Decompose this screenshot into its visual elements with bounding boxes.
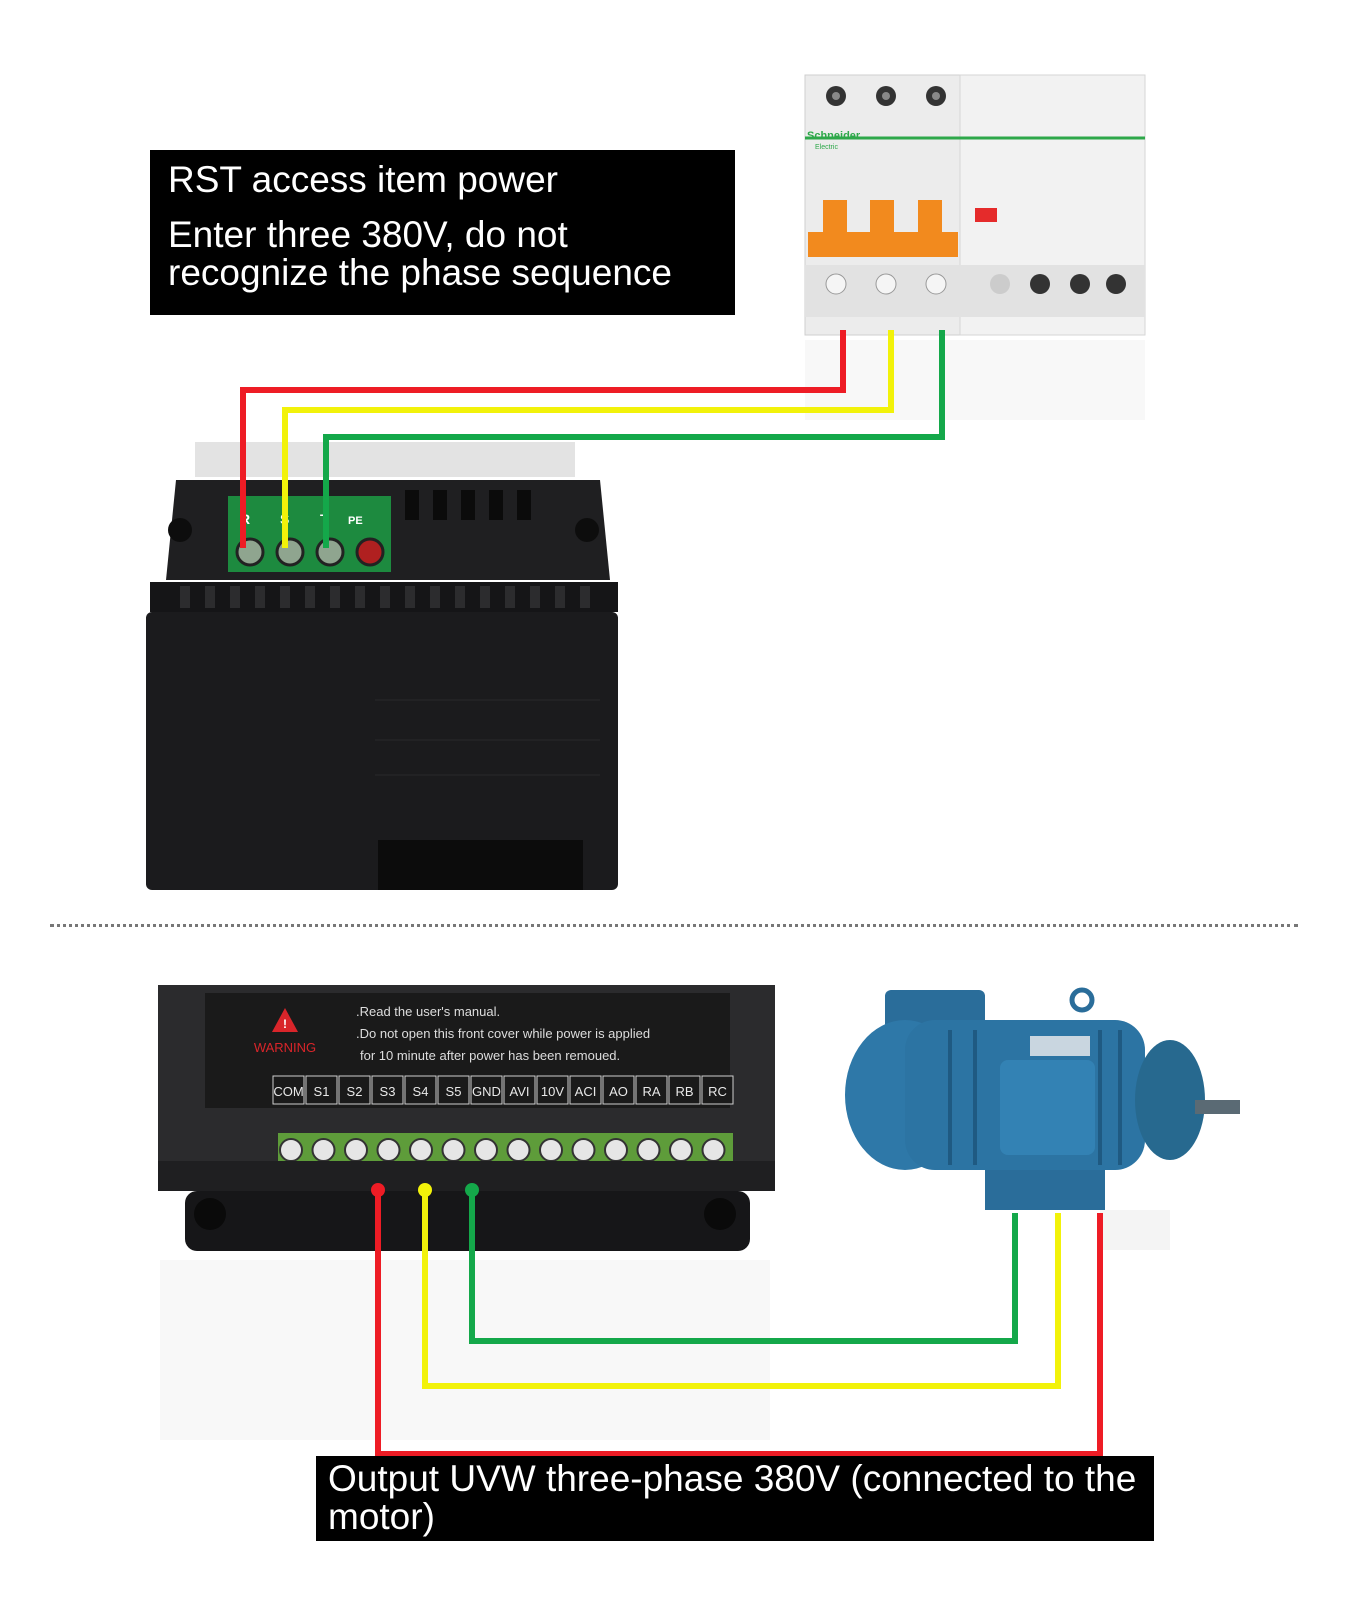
control-terminal-label: COM xyxy=(273,1084,303,1099)
wire-yellow-input xyxy=(282,330,894,548)
control-terminal-aci: ACI xyxy=(569,1075,602,1105)
terminal-screw xyxy=(376,1138,401,1162)
terminal-screw xyxy=(311,1138,336,1162)
control-terminal-s4: S4 xyxy=(404,1075,437,1105)
circuit-breaker: Schneider Electric xyxy=(804,74,1146,420)
terminal-screw xyxy=(604,1138,628,1162)
input-power-label: RST access item power Enter three 380V, … xyxy=(150,150,735,315)
control-terminal-label: ACI xyxy=(575,1084,597,1099)
terminal-screw xyxy=(636,1138,661,1162)
control-terminal-com: COM xyxy=(272,1075,305,1105)
terminal-screw xyxy=(571,1138,596,1162)
output-wires xyxy=(371,1183,1103,1457)
control-terminal-avi: AVI xyxy=(503,1075,536,1105)
wire-yellow-output xyxy=(422,1190,1061,1389)
control-terminal-label: AO xyxy=(609,1084,628,1099)
control-terminal-rc: RC xyxy=(701,1075,734,1105)
control-terminal-label: GND xyxy=(472,1084,501,1099)
control-terminal-label: S2 xyxy=(347,1084,363,1099)
terminal-screw xyxy=(539,1138,563,1162)
inverter-control-panel: ! WARNING .Read the user's manual. .Do n… xyxy=(158,985,775,1440)
wire-green-output xyxy=(469,1190,1018,1344)
wire-red-input xyxy=(240,330,846,548)
control-terminal-gnd: GND xyxy=(470,1075,503,1105)
warning-line-1: .Read the user's manual. xyxy=(356,1004,500,1019)
control-terminal-label: RB xyxy=(675,1084,693,1099)
control-terminal-label: S1 xyxy=(314,1084,330,1099)
control-terminal-label: 10V xyxy=(541,1084,564,1099)
control-terminal-10v: 10V xyxy=(536,1075,569,1105)
terminal-screw xyxy=(441,1138,466,1162)
input-power-title: RST access item power xyxy=(168,159,558,200)
control-terminal-rb: RB xyxy=(668,1075,701,1105)
control-terminal-s5: S5 xyxy=(437,1075,470,1105)
terminal-screw xyxy=(506,1138,531,1162)
input-wires xyxy=(240,330,945,548)
output-label: Output UVW three-phase 380V (connected t… xyxy=(316,1456,1154,1541)
svg-text:!: ! xyxy=(283,1017,287,1031)
control-terminal-s3: S3 xyxy=(371,1075,404,1105)
control-terminal-label: RC xyxy=(708,1084,727,1099)
output-label-text: Output UVW three-phase 380V (connected t… xyxy=(328,1458,1137,1537)
control-terminal-s2: S2 xyxy=(338,1075,371,1105)
control-terminal-ra: RA xyxy=(635,1075,668,1105)
breaker-brand: Schneider xyxy=(807,130,861,142)
section-divider xyxy=(50,924,1298,927)
warning-label: WARNING xyxy=(254,1040,316,1055)
control-terminal-label: S5 xyxy=(446,1084,462,1099)
terminal-screw xyxy=(474,1138,498,1162)
control-terminal-ao: AO xyxy=(602,1075,635,1105)
control-terminal-row: COM S1 S2 S3 S4 S5 GND AVI 10V ACI AO RA RB RC xyxy=(272,1075,734,1105)
terminal-screw xyxy=(409,1138,433,1162)
control-terminal-label: S4 xyxy=(413,1084,429,1099)
wire-green-input xyxy=(323,330,945,548)
breaker-brand-sub: Electric xyxy=(815,144,838,151)
warning-line-2: .Do not open this front cover while powe… xyxy=(356,1026,650,1041)
terminal-screw xyxy=(279,1138,303,1162)
control-terminal-label: RA xyxy=(642,1084,660,1099)
input-power-note: Enter three 380V, do not recognize the p… xyxy=(168,214,672,293)
inverter-top-view: R S T PE xyxy=(146,442,618,890)
control-terminal-label: AVI xyxy=(510,1084,530,1099)
control-terminal-label: S3 xyxy=(380,1084,396,1099)
electric-motor xyxy=(845,987,1240,1250)
terminal-label-pe: PE xyxy=(348,515,363,527)
warning-line-3: for 10 minute after power has been remou… xyxy=(360,1048,620,1063)
terminal-screw xyxy=(701,1138,726,1162)
terminal-screw xyxy=(344,1138,368,1162)
terminal-screw xyxy=(669,1138,693,1162)
control-terminal-s1: S1 xyxy=(305,1075,338,1105)
